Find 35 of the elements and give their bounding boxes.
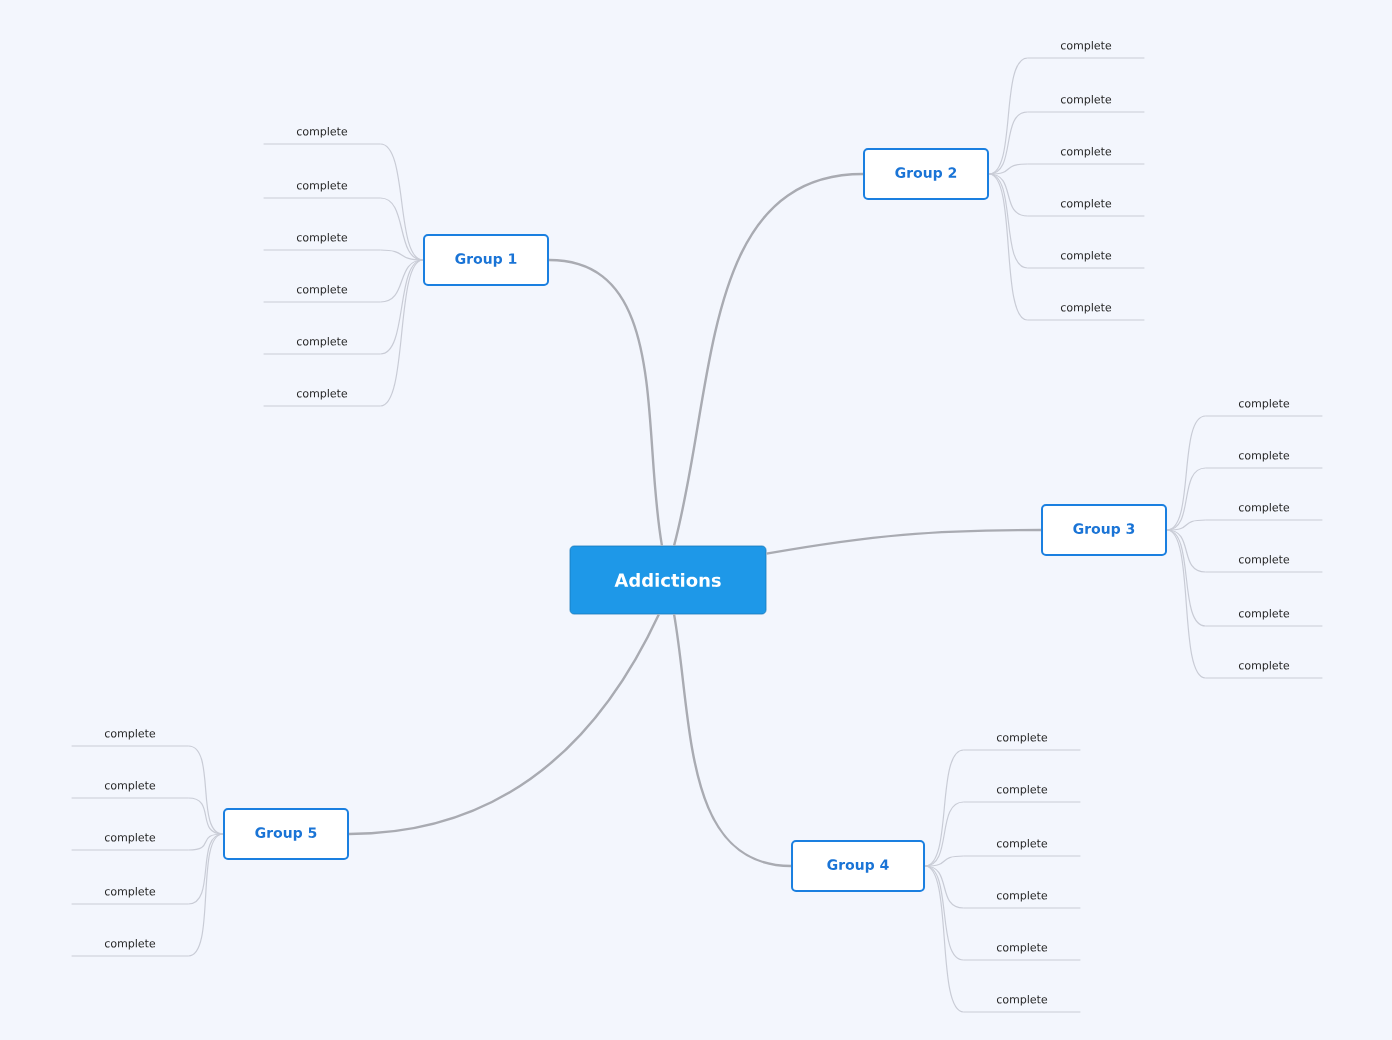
connector: [379, 197, 424, 261]
connector: [187, 833, 224, 905]
connector: [1166, 529, 1207, 679]
connector: [924, 855, 965, 867]
connector: [924, 801, 965, 867]
connector: [988, 173, 1029, 321]
connector: [1166, 415, 1207, 531]
connector: [379, 259, 424, 355]
connector: [924, 865, 965, 961]
connector: [924, 865, 965, 1013]
connector: [988, 111, 1029, 175]
connector: [548, 258, 664, 546]
connector: [924, 749, 965, 867]
connector: [187, 745, 224, 835]
connector: [672, 614, 792, 868]
connector: [766, 528, 1041, 555]
connector: [988, 163, 1029, 175]
connector: [379, 259, 424, 407]
connector: [379, 259, 424, 303]
connector: [988, 173, 1029, 217]
connector: [1166, 519, 1207, 531]
connector: [348, 613, 660, 836]
connector: [988, 57, 1029, 175]
connector: [1166, 467, 1207, 531]
connector: [187, 833, 224, 957]
connector: [1166, 529, 1207, 627]
connector: [1166, 529, 1207, 573]
connector: [187, 797, 224, 835]
connector: [187, 833, 224, 851]
connector: [672, 172, 864, 546]
central-topic-box: Addictions: [569, 545, 767, 615]
connector: [924, 865, 965, 909]
connector: [379, 249, 424, 261]
connector: [379, 143, 424, 261]
connector: [988, 173, 1029, 269]
